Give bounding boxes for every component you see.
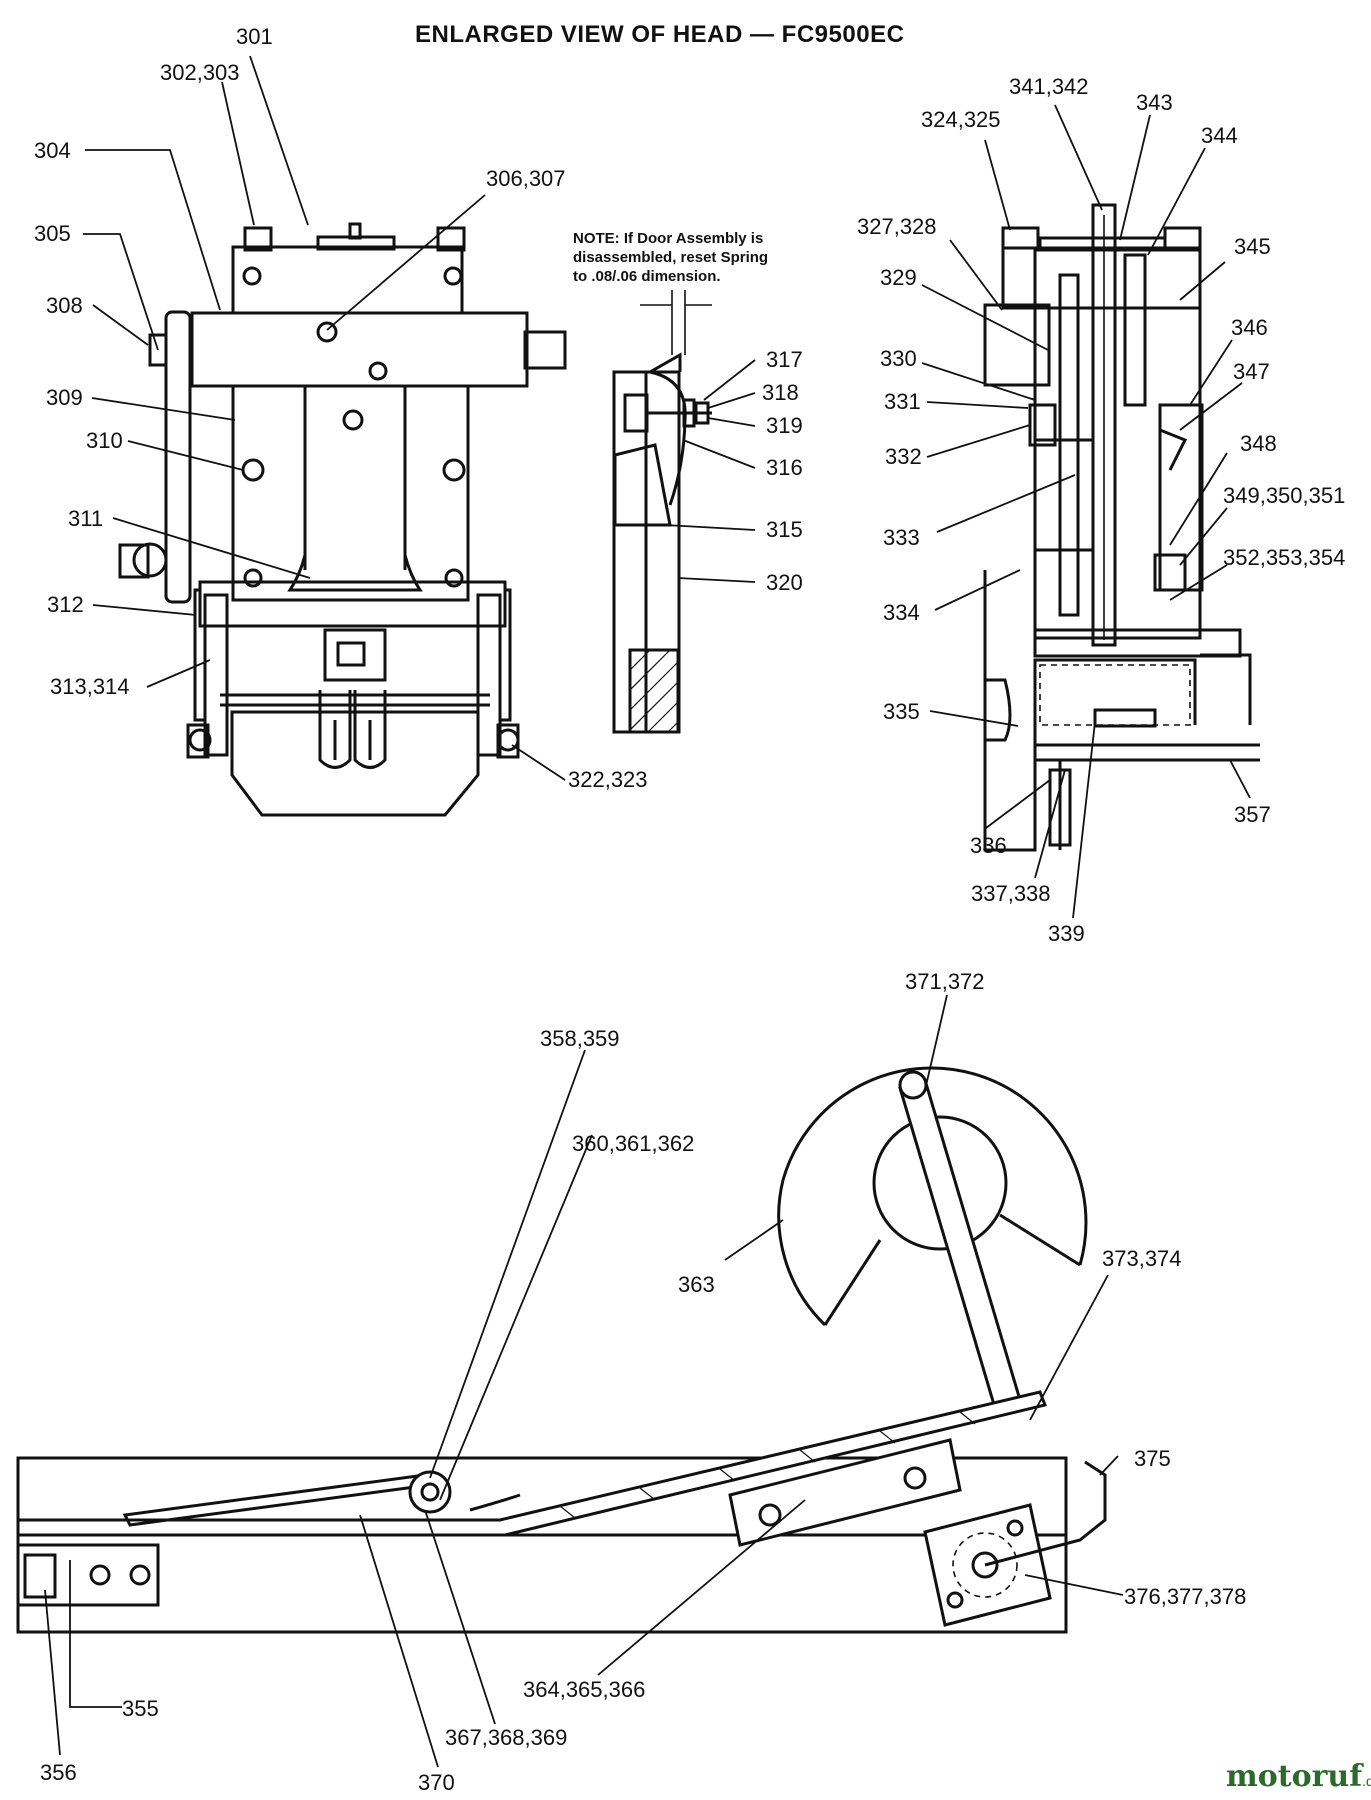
label-341-342: 341,342	[1009, 74, 1089, 99]
label-348: 348	[1240, 431, 1277, 456]
label-356: 356	[40, 1760, 77, 1785]
label-301: 301	[236, 24, 273, 49]
label-332: 332	[885, 444, 922, 469]
label-336: 336	[970, 833, 1007, 858]
label-330: 330	[880, 346, 917, 371]
label-313-314: 313,314	[50, 674, 130, 699]
label-371-372: 371,372	[905, 969, 985, 994]
label-339: 339	[1048, 921, 1085, 946]
note-line-3: to .08/.06 dimension.	[573, 268, 721, 285]
head-front-view	[118, 222, 567, 817]
label-320: 320	[766, 570, 803, 595]
label-363: 363	[678, 1272, 715, 1297]
watermark-suffix: .de	[1362, 1773, 1371, 1789]
label-344: 344	[1201, 123, 1238, 148]
leader-lines	[44, 55, 1251, 1768]
label-364-365-366: 364,365,366	[523, 1677, 645, 1702]
label-329: 329	[880, 265, 917, 290]
label-349-350-351: 349,350,351	[1223, 483, 1345, 508]
label-305: 305	[34, 221, 71, 246]
label-352-353-354: 352,353,354	[1223, 545, 1345, 570]
watermark-logo: motoruf.de	[1226, 1759, 1371, 1794]
watermark-name: motoruf	[1226, 1759, 1364, 1794]
label-315: 315	[766, 517, 803, 542]
label-318: 318	[762, 380, 799, 405]
label-333: 333	[883, 525, 920, 550]
label-335: 335	[883, 699, 920, 724]
callout-labels: 301 302,303 304 305 306,307 308 309 310 …	[34, 24, 1345, 1795]
label-304: 304	[34, 138, 71, 163]
label-370: 370	[418, 1770, 455, 1795]
label-357: 357	[1234, 802, 1271, 827]
door-section-view	[612, 290, 712, 734]
door-note: NOTE: If Door Assembly is disassembled, …	[573, 230, 768, 285]
label-331: 331	[884, 389, 921, 414]
label-306-307: 306,307	[486, 166, 566, 191]
label-347: 347	[1233, 359, 1270, 384]
label-316: 316	[766, 455, 803, 480]
label-367-368-369: 367,368,369	[445, 1725, 567, 1750]
head-side-section	[983, 203, 1260, 852]
label-343: 343	[1136, 90, 1173, 115]
label-358-359: 358,359	[540, 1026, 620, 1051]
label-308: 308	[46, 293, 83, 318]
pedal-assembly-view	[16, 1066, 1107, 1634]
label-376-377-378: 376,377,378	[1124, 1584, 1246, 1609]
svg-text:motoruf.de: motoruf.de	[1226, 1759, 1371, 1794]
label-327-328: 327,328	[857, 214, 937, 239]
label-337-338: 337,338	[971, 881, 1051, 906]
label-317: 317	[766, 347, 803, 372]
label-312: 312	[47, 592, 84, 617]
note-line-1: NOTE: If Door Assembly is	[573, 230, 763, 247]
label-311: 311	[68, 506, 103, 531]
label-345: 345	[1234, 234, 1271, 259]
label-360-361-362: 360,361,362	[572, 1131, 694, 1156]
label-373-374: 373,374	[1102, 1246, 1182, 1271]
label-322-323: 322,323	[568, 767, 648, 792]
label-355: 355	[122, 1696, 159, 1721]
label-309: 309	[46, 385, 83, 410]
note-line-2: disassembled, reset Spring	[573, 249, 768, 266]
label-302-303: 302,303	[160, 60, 240, 85]
label-324-325: 324,325	[921, 107, 1001, 132]
label-319: 319	[766, 413, 803, 438]
label-375: 375	[1134, 1446, 1171, 1471]
label-346: 346	[1231, 315, 1268, 340]
label-310: 310	[86, 428, 123, 453]
diagram-title: ENLARGED VIEW OF HEAD — FC9500EC	[415, 21, 904, 48]
label-334: 334	[883, 600, 920, 625]
